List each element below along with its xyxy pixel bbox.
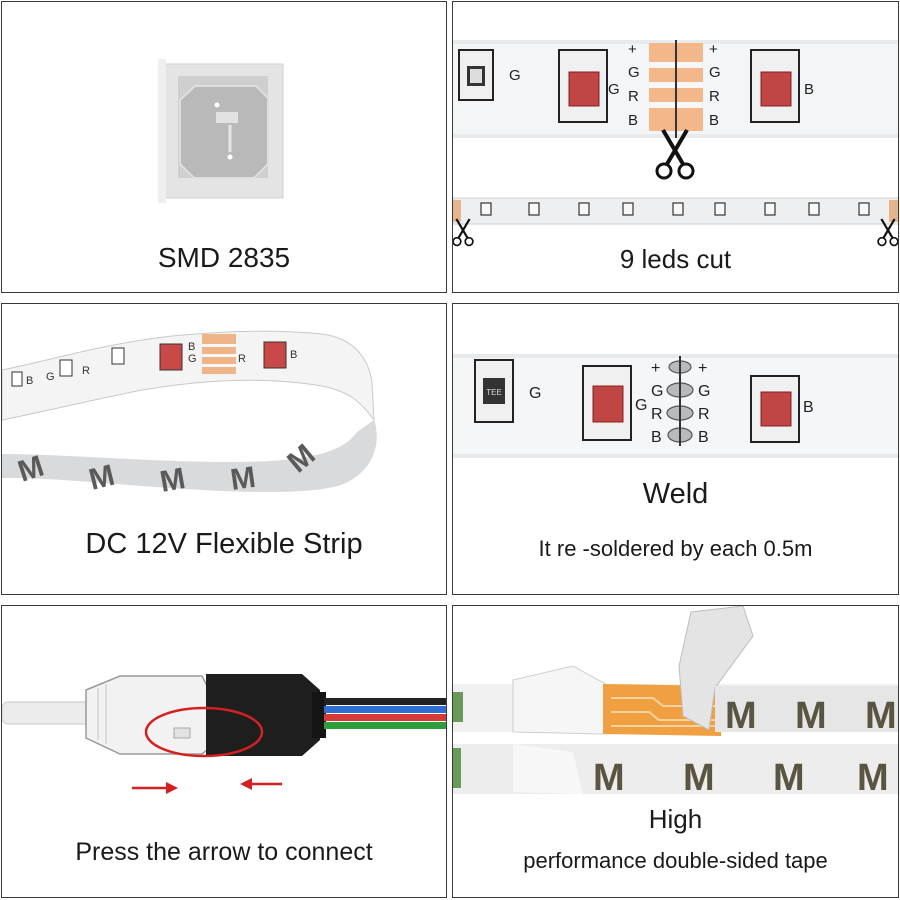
backing-mark: M bbox=[725, 695, 757, 737]
caption-connector: Press the arrow to connect bbox=[75, 838, 373, 866]
backing-mark: M bbox=[228, 461, 257, 497]
panel-flexible-strip: M M M M M B G R B G R B DC 12V Flexible … bbox=[1, 303, 447, 595]
wire-red bbox=[324, 714, 446, 721]
caption-leds-cut: 9 leds cut bbox=[619, 244, 732, 274]
tape-title: High bbox=[648, 804, 703, 834]
scissors-icon bbox=[655, 128, 695, 180]
backing-mark: M bbox=[857, 757, 889, 799]
pad-sign-r-2: R bbox=[698, 406, 710, 423]
scissors-icon bbox=[453, 218, 474, 247]
pad-sign-r-3: B bbox=[698, 429, 709, 446]
strip-label: B bbox=[290, 349, 297, 361]
weld-strip-illustration: TEE G G B + G R B + G R B bbox=[453, 354, 898, 458]
panel-tape: M M M M M M M High performance double-si… bbox=[452, 605, 899, 898]
backing-mark: M bbox=[593, 757, 625, 799]
label-g-1: G bbox=[509, 67, 521, 84]
pad-sign-l-3: B bbox=[628, 112, 638, 129]
label-g-1: G bbox=[529, 385, 541, 402]
pad-sign-r-1: G bbox=[709, 64, 721, 81]
label-b: B bbox=[804, 81, 814, 98]
backing-mark: M bbox=[157, 462, 187, 499]
label-b: B bbox=[803, 399, 814, 416]
pad-sign-l-1: G bbox=[651, 383, 663, 400]
pad-sign-r-2: R bbox=[709, 88, 720, 105]
pad-sign-l-3: B bbox=[651, 429, 662, 446]
caption-smd: SMD 2835 bbox=[157, 242, 291, 273]
strip-label: R bbox=[82, 365, 90, 377]
label-g-2: G bbox=[635, 397, 647, 414]
pad-sign-l-2: R bbox=[651, 406, 663, 423]
smd-chip-illustration bbox=[158, 59, 284, 203]
pad-sign-r-3: B bbox=[709, 112, 719, 129]
cut-strip-illustration: G G B + G R B + G R B bbox=[453, 40, 898, 247]
weld-subtitle: It re -soldered by each 0.5m bbox=[538, 536, 813, 561]
pad-sign-l-1: G bbox=[628, 64, 640, 81]
ribbon-wires bbox=[324, 698, 446, 729]
strip-label: B bbox=[188, 341, 195, 353]
highlight-ring bbox=[144, 706, 264, 758]
pad-sign-r-0: + bbox=[709, 41, 718, 58]
wire-blue bbox=[324, 706, 446, 713]
tape-subtitle: performance double-sided tape bbox=[523, 848, 828, 873]
backing-mark: M bbox=[865, 695, 897, 737]
strip-label: G bbox=[46, 371, 55, 383]
panel-connector: Press the arrow to connect bbox=[1, 605, 447, 898]
pad-sign-r-0: + bbox=[698, 360, 707, 377]
strip-label: G bbox=[188, 353, 197, 365]
flexible-strip-illustration: M M M M M B G R B G R B bbox=[2, 330, 377, 499]
pad-sign-l-0: + bbox=[651, 360, 660, 377]
label-g-2: G bbox=[608, 81, 620, 98]
wire-green bbox=[324, 722, 446, 729]
connector-illustration bbox=[2, 674, 446, 794]
wire-black bbox=[324, 698, 446, 705]
pad-sign-l-0: + bbox=[628, 41, 637, 58]
tape-illustration: M M M M M M M bbox=[453, 606, 898, 799]
caption-flexible-strip: DC 12V Flexible Strip bbox=[85, 528, 363, 560]
scissors-icon bbox=[877, 218, 898, 247]
panel-leds-cut: G G B + G R B + G R B 9 leds cut bbox=[452, 1, 899, 293]
strip-label: R bbox=[238, 353, 246, 365]
pad-sign-l-2: R bbox=[628, 88, 639, 105]
backing-mark: M bbox=[683, 757, 715, 799]
press-arrows bbox=[132, 778, 282, 794]
weld-title: Weld bbox=[642, 478, 709, 510]
backing-mark: M bbox=[773, 757, 805, 799]
backing-mark: M bbox=[795, 695, 827, 737]
panel-weld: TEE G G B + G R B + G R B Weld It re -s bbox=[452, 303, 899, 595]
panel-smd-2835: SMD 2835 bbox=[1, 1, 447, 293]
strip-label: B bbox=[26, 375, 33, 387]
pad-sign-r-1: G bbox=[698, 383, 710, 400]
resistor-code: TEE bbox=[486, 388, 502, 397]
